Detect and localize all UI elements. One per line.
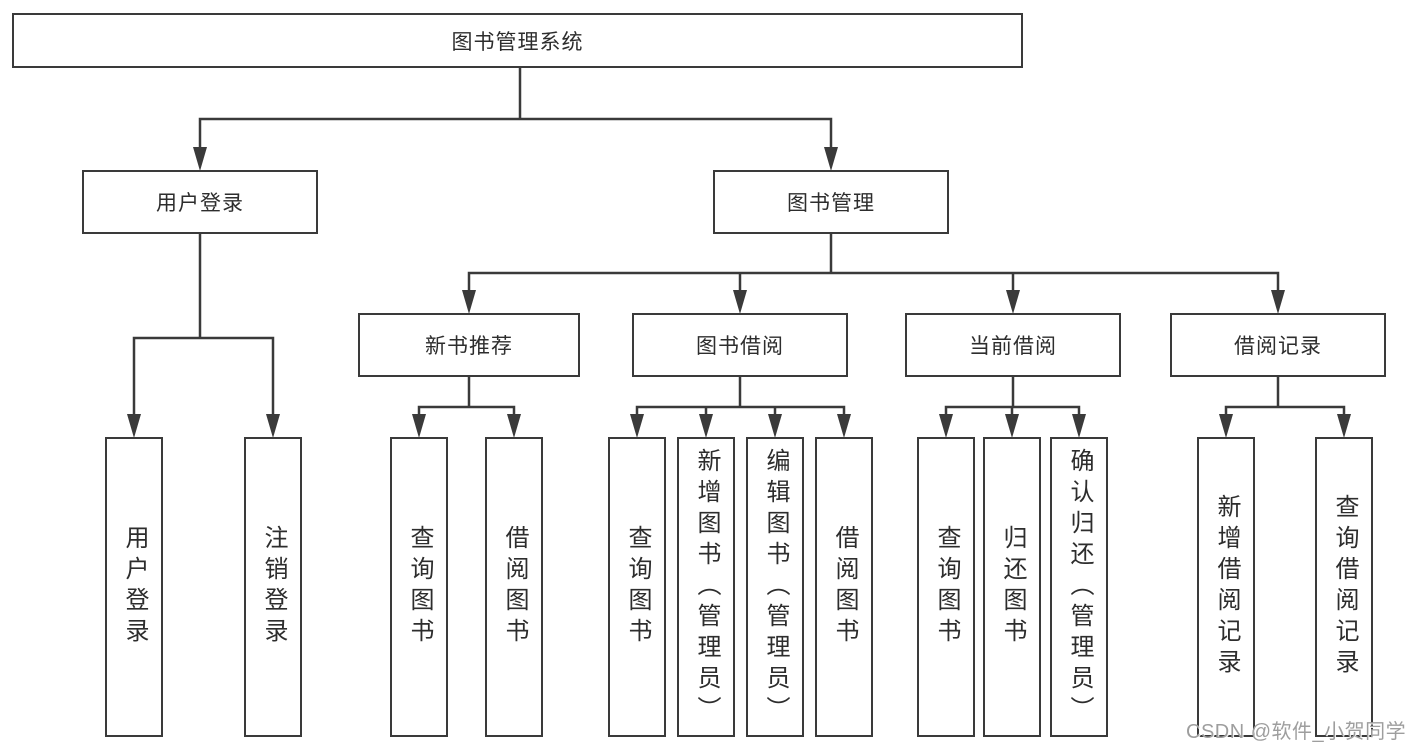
leaf-query-books-recommend: 查询图书 — [390, 437, 448, 737]
leaf-label: 查询图书 — [933, 525, 960, 649]
csdn-watermark: CSDN @软件_小贺同学 — [1186, 721, 1405, 743]
leaf-return-books: 归还图书 — [983, 437, 1041, 737]
leaf-label: 用户登录 — [121, 525, 148, 649]
leaf-confirm-return-admin: 确认归还（管理员） — [1050, 437, 1108, 737]
leaf-borrow-books-recommend: 借阅图书 — [485, 437, 543, 737]
node-book-borrowing: 图书借阅 — [632, 313, 848, 377]
leaf-logout: 注销登录 — [244, 437, 302, 737]
node-label: 新书推荐 — [425, 335, 513, 358]
leaf-label: 查询图书 — [406, 525, 433, 649]
leaf-query-books-current: 查询图书 — [917, 437, 975, 737]
node-user-login: 用户登录 — [82, 170, 318, 234]
node-library-management-system: 图书管理系统 — [12, 13, 1023, 68]
leaf-edit-books-admin: 编辑图书（管理员） — [746, 437, 804, 737]
node-label: 图书借阅 — [696, 335, 784, 358]
leaf-label: 查询图书 — [624, 525, 651, 649]
leaf-label: 新增借阅记录 — [1213, 494, 1240, 680]
leaf-label: 归还图书 — [999, 525, 1026, 649]
node-label: 当前借阅 — [969, 335, 1057, 358]
node-new-book-recommendation: 新书推荐 — [358, 313, 580, 377]
leaf-label: 新增图书（管理员） — [693, 447, 720, 727]
node-label: 图书管理 — [787, 192, 875, 215]
connector-path — [132, 66, 1346, 420]
node-label: 用户登录 — [156, 192, 244, 215]
node-label: 图书管理系统 — [451, 30, 584, 54]
arrowheads — [127, 147, 1351, 438]
leaf-query-borrow-record: 查询借阅记录 — [1315, 437, 1373, 737]
leaf-label: 借阅图书 — [501, 525, 528, 649]
leaf-label: 编辑图书（管理员） — [762, 447, 789, 727]
leaf-add-borrow-record: 新增借阅记录 — [1197, 437, 1255, 737]
leaf-user-login: 用户登录 — [105, 437, 163, 737]
leaf-label: 注销登录 — [260, 525, 287, 649]
node-label: 借阅记录 — [1234, 335, 1322, 358]
leaf-label: 确认归还（管理员） — [1066, 447, 1093, 727]
node-borrowing-records: 借阅记录 — [1170, 313, 1386, 377]
leaf-query-books-borrow: 查询图书 — [608, 437, 666, 737]
node-book-management: 图书管理 — [713, 170, 949, 234]
leaf-borrow-books: 借阅图书 — [815, 437, 873, 737]
leaf-add-books-admin: 新增图书（管理员） — [677, 437, 735, 737]
leaf-label: 借阅图书 — [831, 525, 858, 649]
node-current-borrowing: 当前借阅 — [905, 313, 1121, 377]
leaf-label: 查询借阅记录 — [1331, 494, 1358, 680]
